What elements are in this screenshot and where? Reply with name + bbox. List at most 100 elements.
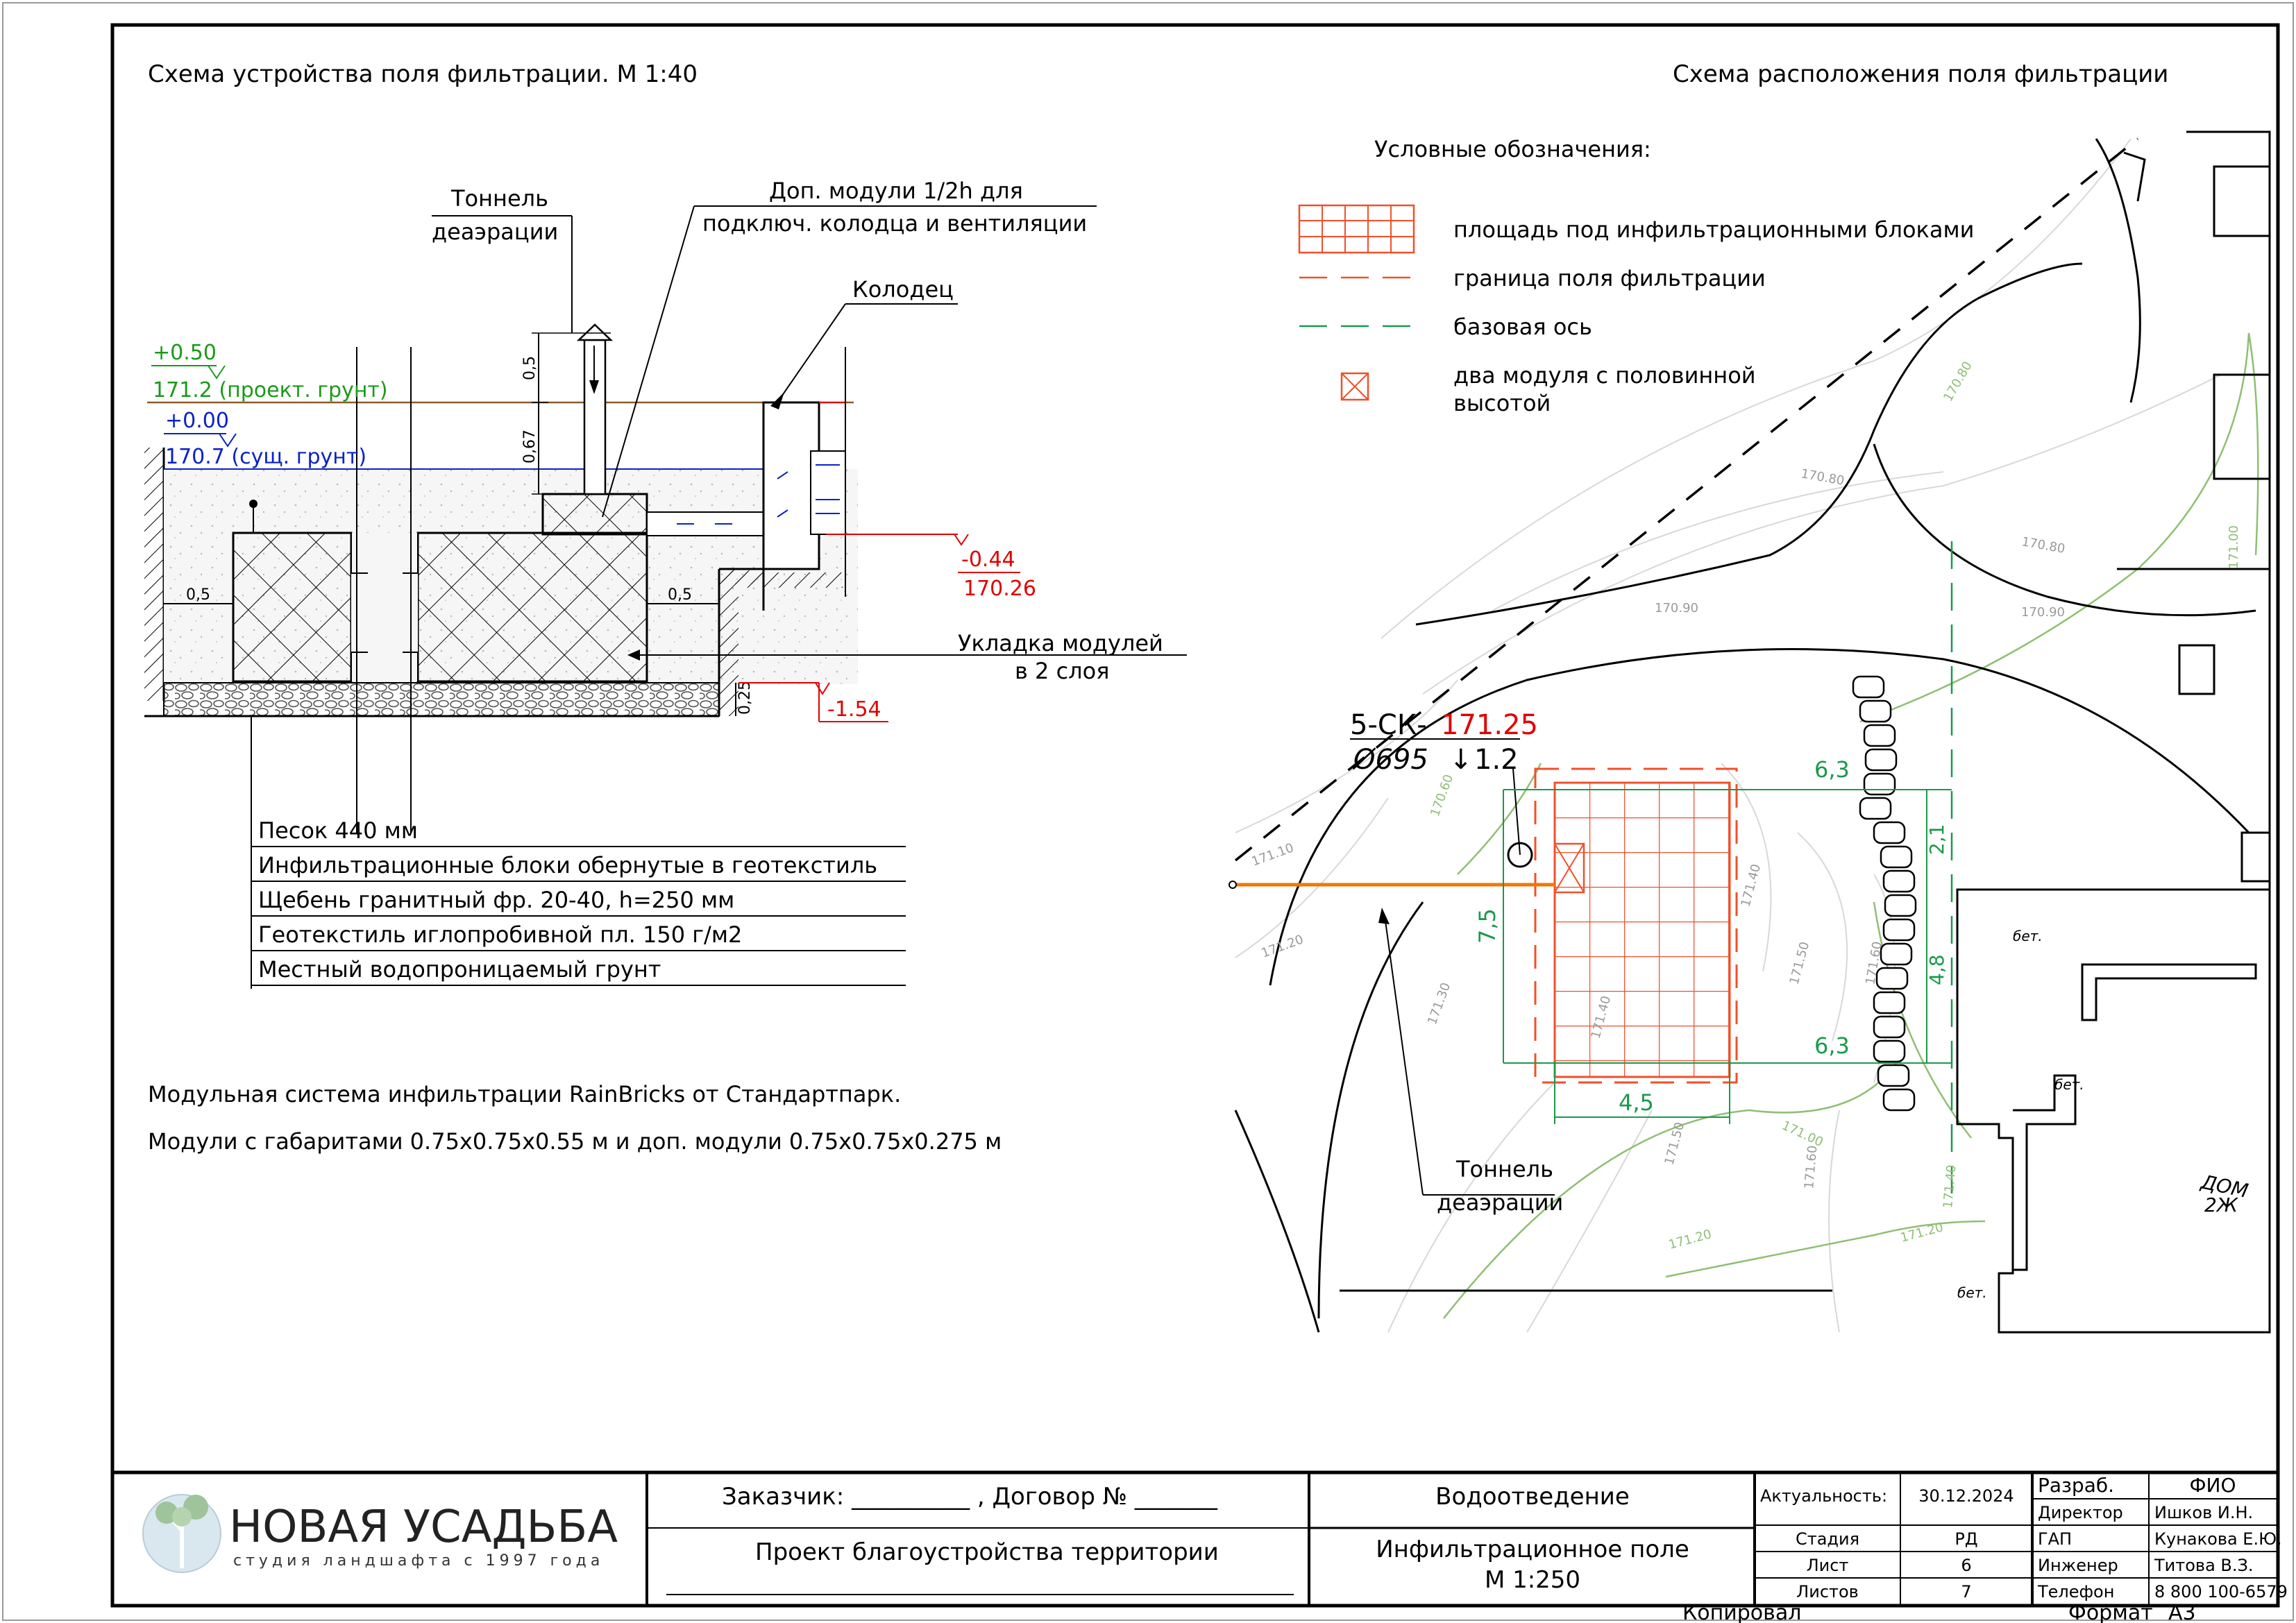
note-line-2: Модули с габаритами 0.75х0.75х0.55 м и д… [148,1128,1002,1155]
legend-item: два модуля с половинной [1453,362,1756,389]
dim-d3: 7,5 [1474,908,1501,944]
stage-label: Стадия [1796,1529,1859,1549]
module-block-top [541,493,648,536]
site-background [1235,138,2259,1333]
house-outline [1956,130,2271,1334]
section-title: Схема устройства поля фильтрации. М 1:40 [148,60,698,88]
well-pipe-left: Ø695 [1352,744,1428,776]
well-id-prefix: 5-СК- [1350,709,1427,741]
role-name: Кунакова Е.Ю. [2154,1529,2282,1549]
dim-d1: 6,3 [1814,756,1850,783]
section-view: Схема устройства поля фильтрации. М 1:40 [144,60,1187,1155]
format-label: Формат [2068,1601,2153,1623]
copied-label: Копировал [1682,1601,1801,1623]
dimension-lines [1503,789,1952,1124]
contour-label: 171.00 [1780,1118,1825,1150]
dim-d2: 6,3 [1814,1033,1850,1059]
concrete-label: бет. [2054,1076,2084,1093]
layer-legend: Песок 440 мм Инфильтрационные блоки обер… [251,817,906,986]
company-logo: НОВАЯ УСАДЬБА студия ландшафта с 1997 го… [142,1494,618,1573]
well-body [762,401,820,570]
plan-tunnel-2: деаэрации [1437,1189,1563,1216]
contour-label: 171.50 [1787,940,1813,986]
contour-label: 170.90 [2021,605,2065,620]
sheet-label: Лист [1807,1556,1849,1575]
legend-item: высотой [1453,390,1551,416]
dim-h1: 0,5 [186,586,210,604]
legend-swatch-area [1298,204,1415,254]
infiltration-area [1553,781,1731,1078]
customer-line: Заказчик: __________ , Договор № _______ [722,1483,1218,1511]
level-d-top: -1.54 [827,697,881,722]
dim-d6: 4,8 [1925,954,1948,985]
house-label-2: 2Ж [2204,1193,2239,1216]
logo-main: НОВАЯ УСАДЬБА [229,1502,618,1553]
callout-tunnel-1: Тоннель [450,185,548,212]
dim-v3: 0,25 [736,681,754,715]
contour-label: 170.90 [1655,601,1698,615]
contour-label: 171.20 [1667,1227,1713,1252]
concrete-label: бет. [2013,928,2043,944]
contour-label: 171.40 [1739,863,1764,908]
note-line-1: Модульная система инфильтрации RainBrick… [148,1081,901,1107]
contour-label: 171.30 [1425,980,1453,1026]
layer-label: Песок 440 мм [258,817,418,844]
contour-label: 171.10 [1250,840,1296,869]
filtration-field-border [1534,767,1738,1084]
dim-v1: 0,5 [521,356,539,380]
legend-title: Условные обозначения: [1374,136,1651,162]
contour-labels: 170.80 170.80 170.80 170.90 170.90 171.0… [1250,359,2241,1252]
well-id-level: 171.25 [1441,709,1538,741]
layer-label: Местный водопроницаемый грунт [258,956,661,983]
role-label: Разраб. [2038,1474,2114,1497]
contour-label: 171.50 [1662,1121,1688,1166]
legend-swatch-half-module [1340,372,1369,401]
road-outlines [1234,138,2256,1333]
level-a-top: +0.50 [153,341,217,365]
half-module-mark [1553,842,1585,894]
role-name: Ишков И.Н. [2154,1503,2253,1522]
contour-label: 170.80 [1941,359,1975,404]
sheet-value: 6 [1961,1556,1971,1575]
level-a-bottom: 171.2 (проект. грунт) [153,378,388,402]
role-name: Титова В.З. [2154,1556,2254,1575]
sheet-title-2: М 1:250 [1485,1566,1580,1594]
soil-hatch-left [144,448,164,701]
contour-label: 171.00 [2227,525,2241,569]
site-boundary [1234,137,2139,862]
actual-value: 30.12.2024 [1918,1486,2014,1506]
arrow-down-icon: ↓ [1449,744,1473,776]
callout-lay-2: в 2 слоя [1015,658,1109,684]
role-label: ГАП [2038,1529,2072,1549]
callout-well: Колодец [852,276,954,303]
callout-dop-2: подключ. колодца и вентиляции [702,210,1087,237]
plan-title: Схема расположения поля фильтрации [1673,60,2168,88]
actual-label: Актуальность: [1760,1486,1887,1506]
role-name: 8 800 100-6579 [2154,1582,2288,1601]
contour-label: 170.80 [2020,534,2066,556]
legend-item: площадь под инфильтрационными блоками [1453,216,1974,243]
contour-label: 171.60 [1802,1145,1820,1190]
plan-tunnel-1: Тоннель [1455,1156,1553,1182]
title-block: НОВАЯ УСАДЬБА студия ландшафта с 1997 го… [112,1470,2288,1623]
well-pipe-right: 1.2 [1474,744,1519,776]
plan-view: Схема расположения поля фильтрации Услов… [1229,60,2271,1334]
module-block-left [232,532,353,683]
module-block-main [416,532,648,683]
stepping-stones [1852,675,1917,1112]
format-value: А3 [2168,1601,2196,1623]
sheets-value: 7 [1961,1582,1971,1601]
dim-v2: 0,67 [521,430,539,464]
sheet-title-1: Инфильтрационное поле [1376,1536,1689,1563]
contour-label: 171.40 [1941,1164,1959,1209]
callout-dop-1: Доп. модули 1/2h для [769,178,1023,204]
stage-value: РД [1955,1529,1977,1549]
logo-sub: студия ландшафта с 1997 года [233,1552,604,1570]
role-label: Телефон [2037,1582,2114,1601]
callout-tunnel-2: деаэрации [432,219,558,245]
layer-label: Щебень гранитный фр. 20-40, h=250 мм [258,887,734,913]
level-b-top: +0.00 [165,409,229,433]
drawing-frame [110,23,2280,1608]
project-name: Проект благоустройства территории [755,1538,1219,1566]
sheets-label: Листов [1796,1582,1859,1601]
